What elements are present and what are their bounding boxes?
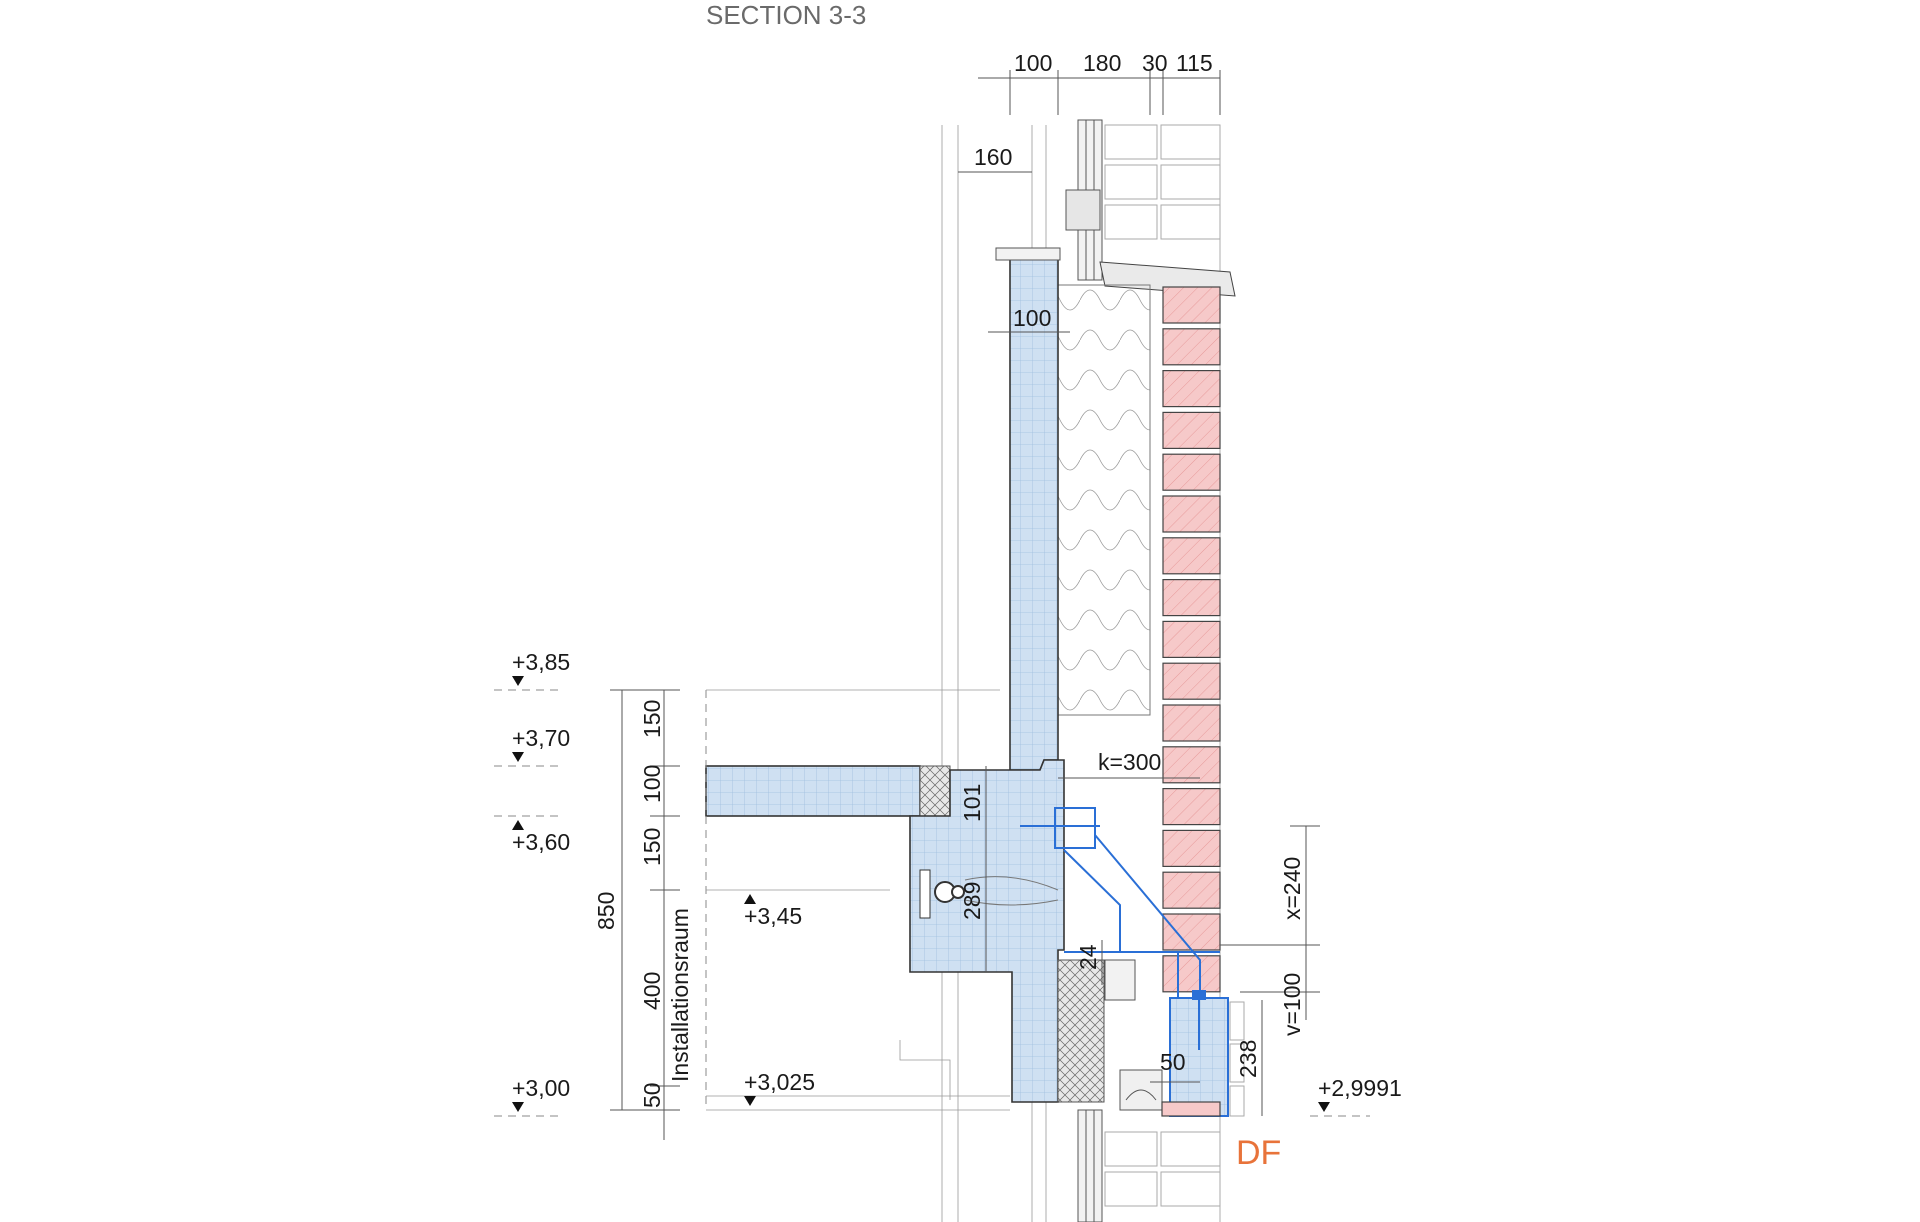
brick-unit bbox=[1162, 787, 1221, 826]
svg-text:k=300: k=300 bbox=[1098, 749, 1161, 775]
level-3025: +3,025 bbox=[744, 1069, 815, 1095]
svg-text:160: 160 bbox=[974, 144, 1012, 170]
dim-289: 289 bbox=[959, 820, 987, 972]
brick-unit bbox=[1162, 370, 1221, 408]
svg-text:24: 24 bbox=[1075, 944, 1101, 970]
left-dimension-chain: 850 150 100 150 400 50 Installationsraum bbox=[593, 689, 693, 1140]
face-brick-upper bbox=[1104, 124, 1221, 240]
installation-room-outline bbox=[705, 689, 1010, 1111]
level-markers: +3,85 +3,70 +3,60 +3,45 +3,025 +3,00 +2,… bbox=[494, 649, 1402, 1117]
svg-text:v=100: v=100 bbox=[1279, 973, 1305, 1036]
dim-seg-3: 150 bbox=[639, 828, 665, 866]
brick-unit bbox=[1162, 411, 1221, 449]
df-tag: DF bbox=[1236, 1134, 1281, 1172]
brick-unit bbox=[1162, 829, 1221, 868]
svg-text:101: 101 bbox=[959, 784, 985, 822]
brick-unit bbox=[1162, 328, 1221, 366]
top-dim-3: 30 bbox=[1142, 50, 1168, 76]
steel-bracket bbox=[1020, 807, 1229, 1117]
insulation-layer bbox=[1057, 284, 1151, 716]
brick-unit bbox=[1162, 955, 1221, 993]
pipe-bundle bbox=[919, 869, 1059, 919]
dim-seg-4: 400 bbox=[639, 972, 665, 1010]
dim-seg-2: 100 bbox=[639, 765, 665, 803]
brick-unit bbox=[1162, 537, 1221, 575]
dim-k300: k=300 bbox=[1058, 749, 1200, 779]
dim-160: 160 bbox=[958, 144, 1032, 173]
dim-100-wall: 100 bbox=[988, 305, 1070, 333]
brick-unit bbox=[1162, 871, 1221, 909]
brick-unit bbox=[1162, 453, 1221, 491]
brick-unit bbox=[1162, 495, 1221, 533]
slab-joint bbox=[919, 765, 951, 817]
dim-50-lower: 50 bbox=[1150, 1049, 1200, 1083]
ring-beam bbox=[909, 759, 1065, 1103]
brick-unit bbox=[1162, 662, 1221, 700]
svg-text:x=240: x=240 bbox=[1279, 857, 1305, 920]
dim-seg-1: 150 bbox=[639, 700, 665, 738]
window-sill-inner bbox=[995, 247, 1061, 261]
level-385: +3,85 bbox=[512, 649, 570, 675]
top-dimension-chain: 100 180 30 115 bbox=[978, 50, 1221, 115]
level-345: +3,45 bbox=[744, 903, 802, 929]
brick-veneer bbox=[1162, 286, 1221, 993]
brick-unit bbox=[1162, 578, 1221, 617]
floor-slab bbox=[705, 765, 921, 817]
brick-unit bbox=[1162, 704, 1221, 742]
svg-text:289: 289 bbox=[959, 882, 985, 920]
top-dim-4: 115 bbox=[1176, 50, 1213, 76]
brick-unit bbox=[1162, 286, 1221, 324]
section-title: SECTION 3-3 bbox=[706, 0, 866, 30]
level-300: +3,00 bbox=[512, 1075, 570, 1101]
svg-text:238: 238 bbox=[1235, 1040, 1261, 1078]
brick-unit bbox=[1162, 746, 1221, 784]
face-brick-lower bbox=[1104, 1001, 1245, 1207]
dim-850: 850 bbox=[593, 892, 619, 930]
svg-text:50: 50 bbox=[1160, 1049, 1186, 1075]
lintel-insulation bbox=[1057, 959, 1105, 1103]
dim-238: 238 bbox=[1235, 1000, 1263, 1116]
brick-unit bbox=[1162, 620, 1221, 659]
brick-unit bbox=[1162, 913, 1221, 951]
top-dim-2: 180 bbox=[1083, 50, 1121, 76]
level-360: +3,60 bbox=[512, 829, 570, 855]
dim-seg-5: 50 bbox=[639, 1082, 665, 1108]
dim-24: 24 bbox=[1075, 940, 1103, 985]
dim-101: 101 bbox=[959, 766, 987, 822]
top-dim-1: 100 bbox=[1014, 50, 1052, 76]
installation-room-label: Installationsraum bbox=[667, 908, 693, 1082]
svg-text:100: 100 bbox=[1013, 305, 1051, 331]
level-370: +3,70 bbox=[512, 725, 570, 751]
dim-x-v: x=240 v=100 bbox=[1220, 825, 1320, 1036]
window-frame-lower bbox=[1077, 959, 1163, 1222]
level-29991: +2,9991 bbox=[1318, 1075, 1402, 1101]
